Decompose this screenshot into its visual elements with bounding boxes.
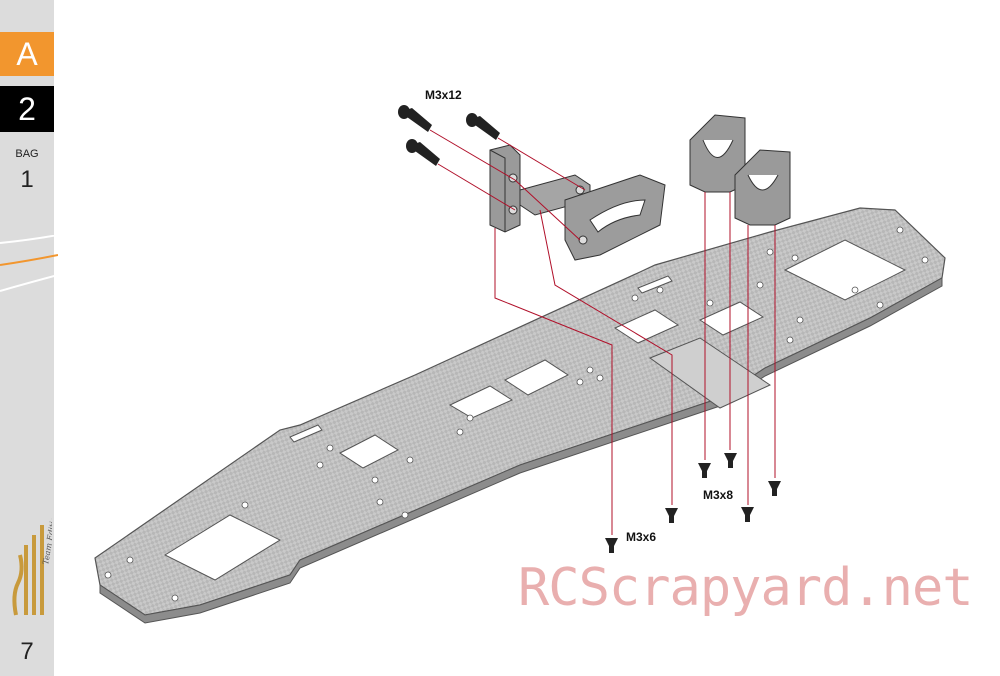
bag-label: BAG	[15, 148, 39, 160]
swoosh-decoration	[0, 235, 58, 292]
front-bulkhead-assembly	[489, 144, 666, 261]
section-letter: A	[0, 32, 54, 76]
step-number: 2	[0, 86, 54, 132]
sidebar: A 2 BAG 1 Team Edition TE 7	[0, 0, 58, 676]
watermark: RCScrapyard.net	[518, 558, 974, 618]
label-m3x6: M3x6	[626, 530, 657, 544]
bag-number: 1	[20, 166, 34, 193]
rear-bulkhead-assembly	[689, 114, 791, 226]
assembly-diagram	[94, 105, 946, 624]
chassis-plate	[94, 207, 946, 624]
guide-lines	[429, 129, 776, 535]
small-screws	[605, 453, 781, 553]
label-m3x8: M3x8	[703, 488, 734, 502]
page-number: 7	[20, 638, 34, 665]
label-m3x12: M3x12	[425, 88, 462, 102]
team-edition-logo-icon: Team Edition TE	[12, 505, 52, 616]
logo-text: Team Edition TE	[41, 505, 52, 565]
m3x12-screws	[398, 105, 500, 166]
